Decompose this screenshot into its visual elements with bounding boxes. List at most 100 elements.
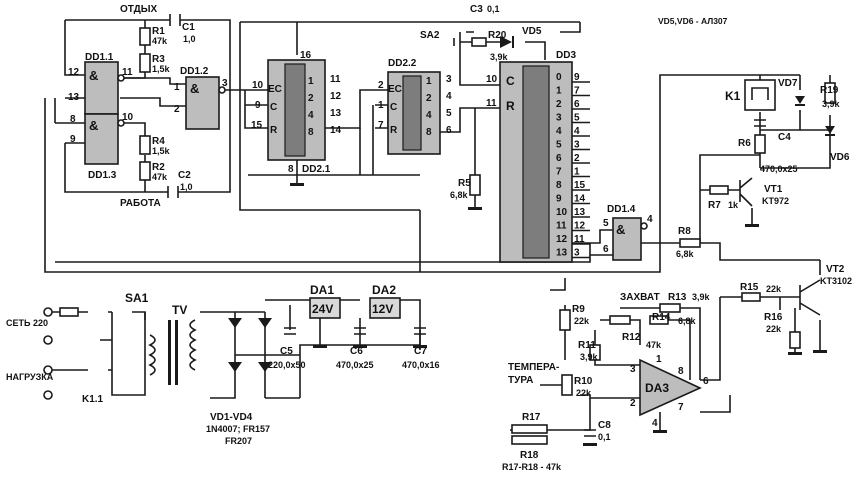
svg-text:R4: R4: [152, 136, 165, 147]
svg-text:C3: C3: [470, 4, 483, 15]
svg-text:13: 13: [68, 92, 80, 103]
svg-text:R2: R2: [152, 162, 165, 173]
svg-text:4: 4: [308, 110, 314, 121]
da2-regulator: 12V DA2: [369, 283, 401, 319]
svg-text:R6: R6: [738, 138, 751, 149]
svg-text:C8: C8: [598, 420, 611, 431]
svg-text:&: &: [190, 81, 199, 96]
svg-text:16: 16: [300, 50, 312, 61]
svg-text:22k: 22k: [574, 316, 590, 326]
svg-text:6: 6: [703, 376, 709, 387]
svg-text:СЕТЬ 220: СЕТЬ 220: [6, 318, 48, 328]
svg-text:DD1.3: DD1.3: [88, 170, 117, 181]
svg-text:6: 6: [446, 125, 452, 136]
svg-text:47k: 47k: [152, 36, 168, 46]
dd3-output-label: 1: [556, 86, 562, 97]
dd3-output-label: 5: [556, 140, 562, 151]
svg-text:K1: K1: [725, 89, 741, 103]
dd3-output-label: 2: [556, 99, 562, 110]
svg-text:1: 1: [378, 100, 384, 111]
svg-text:3: 3: [446, 74, 452, 85]
svg-text:2: 2: [174, 104, 180, 115]
svg-text:VD5: VD5: [522, 26, 542, 37]
svg-text:22k: 22k: [576, 388, 592, 398]
svg-text:R19: R19: [820, 85, 839, 96]
dd3-pin-number: 3: [574, 140, 580, 151]
dd3-output-label: 4: [556, 126, 562, 137]
svg-text:TV: TV: [172, 303, 187, 317]
svg-text:R20: R20: [488, 30, 507, 41]
svg-text:7: 7: [378, 120, 384, 131]
dd2-2-counter: EC C R 2 1 7 1 2 4 8 3 4 5 6 DD2.2: [378, 58, 452, 155]
svg-text:SA1: SA1: [125, 291, 149, 305]
dd1-4-gate: & 5 6 4 DD1.4: [603, 204, 653, 261]
dd3-pin-number: 13: [574, 207, 586, 218]
svg-text:РАБОТА: РАБОТА: [120, 198, 161, 209]
svg-text:C: C: [506, 74, 515, 88]
svg-text:5: 5: [603, 218, 609, 229]
svg-text:SA2: SA2: [420, 30, 440, 41]
svg-text:1N4007; FR157: 1N4007; FR157: [206, 424, 270, 434]
svg-text:8: 8: [288, 164, 294, 175]
svg-text:2: 2: [426, 93, 432, 104]
svg-text:1,5k: 1,5k: [152, 146, 171, 156]
dd3-output-label: 6: [556, 153, 562, 164]
svg-text:3,9k: 3,9k: [580, 352, 599, 362]
svg-text:6,8k: 6,8k: [676, 249, 695, 259]
svg-text:0,1: 0,1: [487, 4, 500, 14]
svg-text:10: 10: [122, 112, 134, 123]
svg-text:R13: R13: [668, 292, 687, 303]
svg-text:DD1.1: DD1.1: [85, 52, 114, 63]
svg-text:24V: 24V: [312, 302, 333, 316]
svg-text:2: 2: [630, 398, 636, 409]
svg-text:DA3: DA3: [645, 381, 669, 395]
svg-text:1,0: 1,0: [180, 182, 193, 192]
svg-text:11: 11: [330, 74, 341, 85]
svg-text:1k: 1k: [728, 200, 739, 210]
terminals: [43, 307, 53, 400]
svg-text:R11: R11: [578, 340, 596, 351]
dd3-pin-number: 11: [574, 234, 585, 245]
svg-text:R3: R3: [152, 54, 165, 65]
dd3-pin-number: 4: [574, 126, 580, 137]
svg-text:C4: C4: [778, 132, 791, 143]
svg-text:0,1: 0,1: [598, 432, 611, 442]
dd3-output-label: 8: [556, 180, 562, 191]
svg-text:8: 8: [426, 127, 432, 138]
svg-text:R1: R1: [152, 26, 165, 37]
dd3-output-label: 11: [556, 221, 567, 232]
svg-text:C6: C6: [350, 346, 363, 357]
svg-text:13: 13: [330, 108, 342, 119]
svg-text:3,9k: 3,9k: [822, 99, 841, 109]
svg-text:DA1: DA1: [310, 283, 334, 297]
dd3-pin-number: 7: [574, 86, 580, 97]
svg-text:EC: EC: [388, 84, 402, 95]
svg-text:6,8k: 6,8k: [678, 316, 697, 326]
svg-text:2: 2: [308, 93, 314, 104]
svg-text:11: 11: [486, 98, 497, 109]
dd3-pin-number: 14: [574, 194, 586, 205]
svg-text:C: C: [390, 102, 397, 113]
svg-text:K1.1: K1.1: [82, 394, 104, 405]
dd3-output-label: 7: [556, 167, 562, 178]
svg-text:DD1.4: DD1.4: [607, 204, 636, 215]
svg-text:14: 14: [330, 125, 342, 136]
svg-text:R17: R17: [522, 412, 541, 423]
svg-text:11: 11: [122, 67, 133, 78]
svg-text:1: 1: [308, 76, 314, 87]
dd3-output-label: 9: [556, 194, 562, 205]
svg-text:C5: C5: [280, 346, 293, 357]
svg-text:R7: R7: [708, 200, 721, 211]
svg-text:8: 8: [678, 366, 684, 377]
svg-text:C2: C2: [178, 170, 191, 181]
svg-text:10: 10: [252, 80, 264, 91]
svg-text:15: 15: [251, 120, 263, 131]
svg-text:VT2: VT2: [826, 264, 845, 275]
svg-text:1,5k: 1,5k: [152, 64, 171, 74]
dd3-output-label: 0: [556, 72, 562, 83]
dd3-pin-number: 1: [574, 167, 580, 178]
svg-text:R12: R12: [622, 332, 641, 343]
